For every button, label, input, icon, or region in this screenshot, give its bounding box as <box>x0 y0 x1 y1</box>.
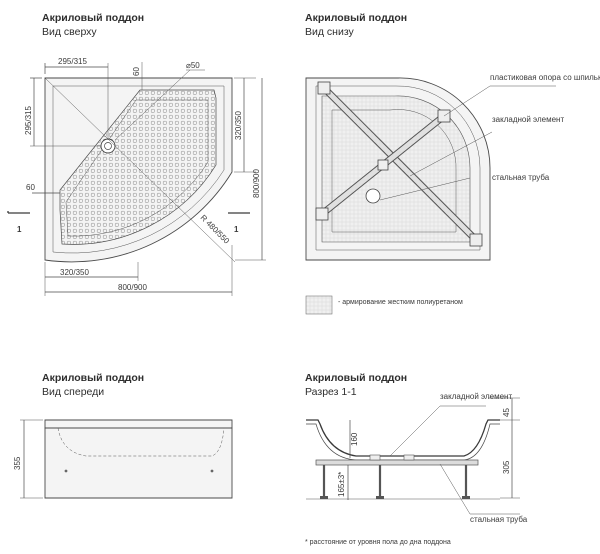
dim-right-inner: 320/350 <box>234 111 243 140</box>
dim-bottom-inner: 320/350 <box>60 268 89 277</box>
front-view-subtitle: Вид спереди <box>42 386 104 398</box>
support-3 <box>377 159 389 171</box>
support-legs <box>320 465 470 499</box>
bottom-view-title: Акриловый поддон <box>305 12 407 24</box>
footnote: * расстояние от уровня пола до дна поддо… <box>305 539 451 546</box>
dim-front-height: 355 <box>13 456 22 470</box>
dim-bottom-total: 800/900 <box>118 283 147 292</box>
bottom-inner-line <box>331 109 457 233</box>
section-view-title: Акриловый поддон <box>305 372 407 384</box>
front-view-title: Акриловый поддон <box>42 372 144 384</box>
label-support-text: пластиковая опора со шпилькой <box>490 73 600 82</box>
bottom-view-subtitle: Вид снизу <box>305 26 355 38</box>
section-profile-inner <box>306 423 500 461</box>
front-panel <box>44 427 233 499</box>
support-4 <box>315 207 329 221</box>
dim-drain-diameter: ⌀50 <box>186 61 200 70</box>
dim-top-offset-left: 60 <box>26 183 35 192</box>
tray-rim-top <box>52 85 225 254</box>
legend-text: - армирование жестким полиуретаном <box>338 299 463 306</box>
dim-section-leg: 165±3* <box>337 472 346 497</box>
front-view: Акриловый поддон Вид спереди 355 <box>13 372 233 499</box>
top-view-title: Акриловый поддон <box>42 12 144 24</box>
tray-basin-inner-top <box>65 99 209 237</box>
label-section-pipe: стальная труба <box>470 515 528 524</box>
section-view-subtitle: Разрез 1-1 <box>305 386 357 398</box>
tray-rim-bottom <box>315 85 481 251</box>
dim-right-total: 800/900 <box>252 169 261 198</box>
drain-inner <box>104 142 112 150</box>
dim-top-offset-top: 60 <box>132 67 141 76</box>
label-section-insert: закладной элемент <box>440 392 512 401</box>
section-view: Акриловый поддон Разрез 1-1 160 165±3* 4… <box>305 372 528 524</box>
dim-radius: R 480/550 <box>199 213 232 246</box>
dim-section-total: 305 <box>502 460 511 474</box>
front-rim <box>44 419 233 429</box>
support-1 <box>317 81 331 95</box>
dim-section-depth: 160 <box>350 432 359 446</box>
dim-top-width-inner: 295/315 <box>58 57 87 66</box>
label-insert: закладной элемент <box>492 115 564 124</box>
label-support: пластиковая опора со шпилькой <box>490 73 600 82</box>
legend-swatch <box>305 295 333 315</box>
top-view: Акриловый поддон Вид сверху 295/315 295/… <box>7 12 266 296</box>
top-view-subtitle: Вид сверху <box>42 26 97 38</box>
section-marker-right: 1 <box>234 225 239 234</box>
dim-section-top: 45 <box>502 408 511 417</box>
section-marker-left: 1 <box>17 225 22 234</box>
reinforcement-area <box>321 95 471 243</box>
bottom-view: Акриловый поддон Вид снизу пластиковая о… <box>305 12 600 315</box>
section-profile <box>306 419 500 457</box>
support-5 <box>469 233 483 247</box>
section-steel-pipe <box>315 459 479 466</box>
front-basin-hidden <box>57 427 225 457</box>
dim-top-height-inner: 295/315 <box>24 106 33 135</box>
label-pipe: стальная труба <box>492 173 550 182</box>
drain-bottom <box>365 188 381 204</box>
